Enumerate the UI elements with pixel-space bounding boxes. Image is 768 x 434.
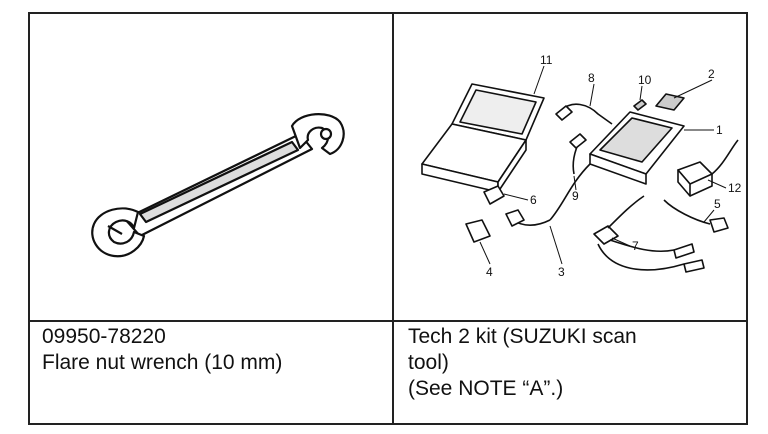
tool-name-line2: tool) <box>408 351 449 374</box>
tech2-kit-drawing: 11 8 10 2 1 12 5 6 7 9 3 4 <box>421 53 742 279</box>
row-divider <box>30 320 746 322</box>
left-description-cell: 09950-78220 Flare nut wrench (10 mm) <box>42 324 382 376</box>
tech2-kit-illustration: 11 8 10 2 1 12 5 6 7 9 3 4 <box>394 14 746 320</box>
tool-name: Flare nut wrench (10 mm) <box>42 351 283 374</box>
callout-9: 9 <box>572 189 579 203</box>
callout-3: 3 <box>558 265 565 279</box>
flare-nut-wrench-illustration <box>30 14 392 320</box>
callout-7: 7 <box>632 239 639 253</box>
right-description-cell: Tech 2 kit (SUZUKI scan tool) (See NOTE … <box>408 324 738 402</box>
tool-name-line1: Tech 2 kit (SUZUKI scan <box>408 325 637 348</box>
column-divider <box>392 14 394 423</box>
callout-2: 2 <box>708 67 715 81</box>
flare-nut-wrench-drawing <box>91 113 345 258</box>
callout-11: 11 <box>540 53 553 67</box>
tool-table: 11 8 10 2 1 12 5 6 7 9 3 4 09950-78220 F… <box>28 12 748 425</box>
callout-10: 10 <box>638 73 652 87</box>
callout-6: 6 <box>530 193 537 207</box>
note-reference: (See NOTE “A”.) <box>408 377 564 400</box>
callout-1: 1 <box>716 123 723 137</box>
part-number: 09950-78220 <box>42 325 166 348</box>
callout-4: 4 <box>486 265 493 279</box>
callout-12: 12 <box>728 181 742 195</box>
callout-8: 8 <box>588 71 595 85</box>
callout-5: 5 <box>714 197 721 211</box>
